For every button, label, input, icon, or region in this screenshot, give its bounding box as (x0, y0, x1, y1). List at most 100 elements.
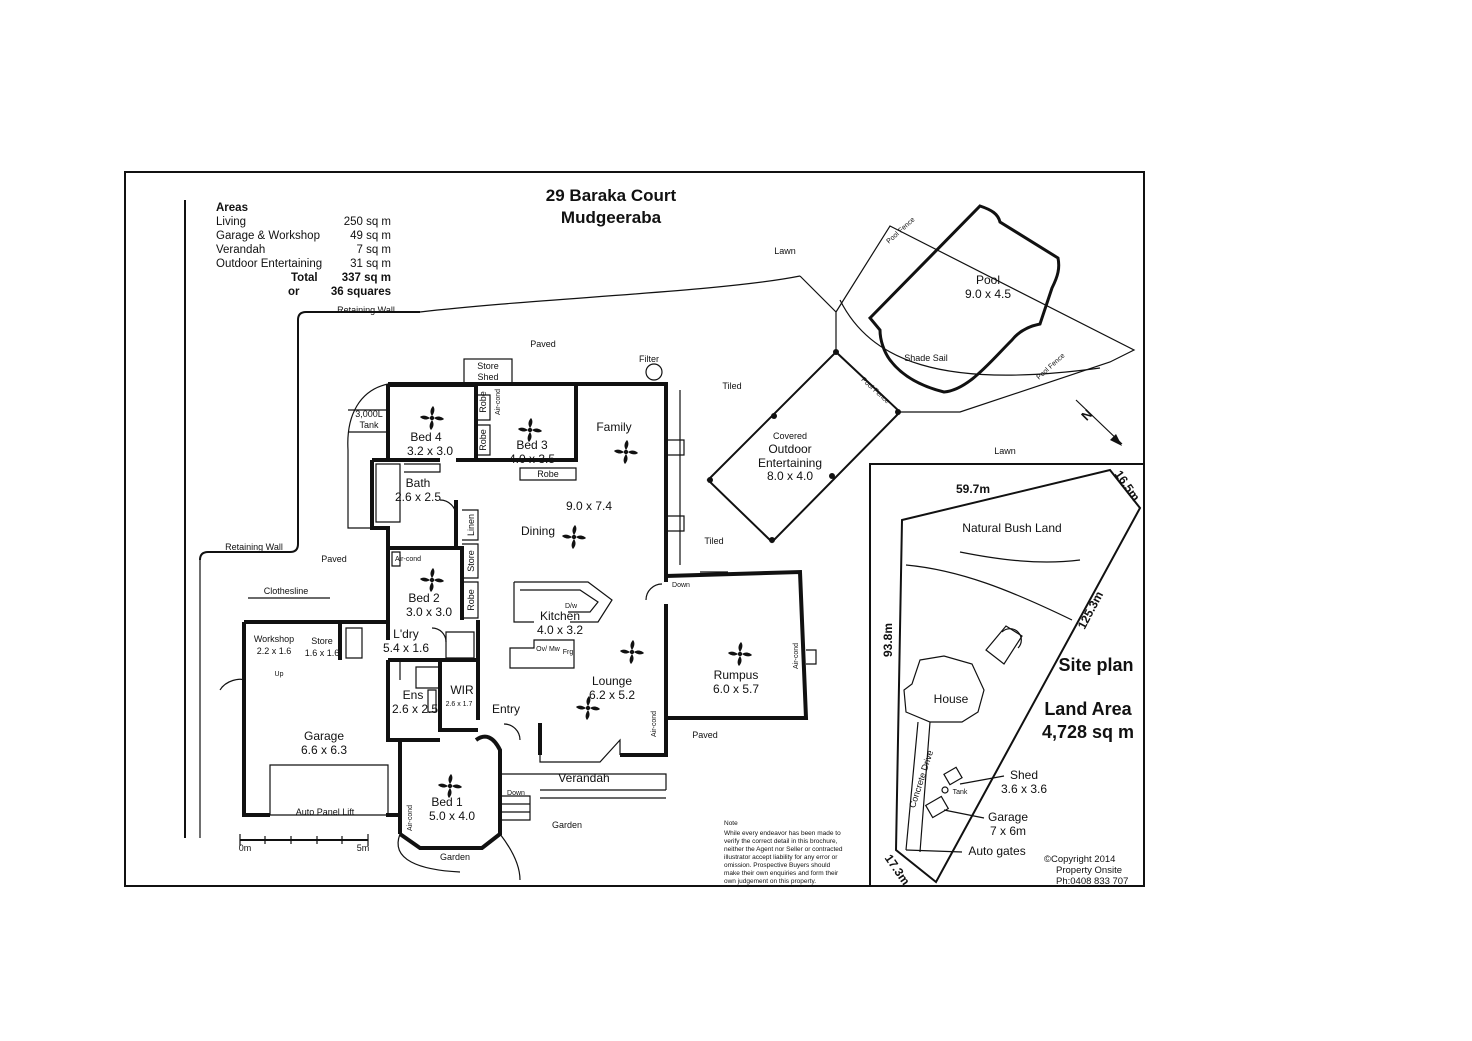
room-name: L'dry (393, 627, 419, 641)
land-area-value: 4,728 sq m (1042, 722, 1134, 742)
room-dims: 2.6 x 2.5 (392, 702, 438, 716)
room-dims: 5.4 x 1.6 (383, 641, 429, 655)
room-dims: 6.6 x 6.3 (301, 743, 347, 757)
copyright-line3: Ph:0408 833 707 (1056, 876, 1128, 887)
site-plan-frame (869, 463, 1145, 887)
filter-label: Filter (639, 354, 659, 364)
ceiling-fan-icon (420, 406, 444, 430)
room-name: Bed 1 (431, 795, 463, 809)
areas-row-label: Outdoor Entertaining (216, 258, 322, 270)
copyright-line1: ©Copyright 2014 (1044, 854, 1115, 865)
dim-bottom: 17.3m (882, 852, 913, 888)
dim-left: 93.8m (881, 623, 895, 657)
store-label: Store (466, 550, 476, 572)
scale-start: 0m (239, 843, 252, 853)
paved-label: Paved (692, 730, 718, 740)
scale-end: 5m (357, 843, 370, 853)
plan-title-line1: 29 Baraka Court (546, 186, 677, 205)
ceiling-fan-icon (728, 642, 752, 666)
site-plan: Natural Bush Land House Concrete Drive T… (881, 468, 1143, 888)
ceiling-fan-icon (620, 640, 644, 664)
site-tank-label: Tank (953, 789, 968, 796)
site-shed-dims: 3.6 x 3.6 (1001, 782, 1047, 796)
room-dims: 2.6 x 2.5 (395, 490, 441, 504)
note-line: verify the correct detail in this brochu… (724, 838, 838, 845)
aircon-label: Air-cond (651, 711, 658, 737)
linen-label: Linen (466, 514, 476, 536)
disclaimer-note: Note While every endeavor has been made … (724, 820, 843, 885)
plan-title-line2: Mudgeeraba (561, 208, 662, 227)
outdoor-label-1: Covered (773, 431, 807, 441)
clothesline-label: Clothesline (264, 586, 309, 596)
tank-label-2: Tank (359, 420, 379, 430)
site-garage-label: Garage (988, 810, 1028, 824)
auto-gates-label: Auto gates (968, 844, 1025, 858)
aircon-label: Air-cond (395, 556, 421, 563)
shade-sail-label: Shade Sail (904, 353, 948, 363)
down-label: Down (507, 790, 525, 797)
dishwasher-label: D/w (565, 603, 578, 610)
robe-label: Robe (466, 589, 476, 611)
dim-right: 125.3m (1075, 589, 1106, 632)
room-dims: 4.0 x 3.2 (537, 623, 583, 637)
room-name: WIR (450, 683, 474, 697)
retaining-wall-label: Retaining Wall (337, 305, 395, 315)
room-dims: 4.0 x 3.5 (509, 452, 555, 466)
room-name: Ens (403, 688, 424, 702)
pool-dims: 9.0 x 4.5 (965, 287, 1011, 301)
site-garage-dims: 7 x 6m (990, 824, 1026, 838)
pool-fence-label: Pool Fence (1035, 352, 1066, 381)
note-line: illustrator accept liability for any err… (724, 854, 838, 861)
areas-row-label: Garage & Workshop (216, 230, 320, 242)
outdoor-label-2: Outdoor (768, 442, 811, 456)
site-house-label: House (934, 692, 969, 706)
store-shed-label-2: Shed (477, 372, 498, 382)
room-name: Lounge (592, 674, 632, 688)
room-labels: Bed 4 3.2 x 3.0 Bed 3 4.0 x 3.5 Family 9… (254, 420, 760, 823)
room-name: Rumpus (714, 668, 759, 682)
concrete-drive-label: Concrete Drive (907, 749, 935, 809)
aircon-label: Air-cond (407, 805, 414, 831)
room-dims: 6.2 x 5.2 (589, 688, 635, 702)
areas-total-value: 337 sq m (342, 272, 391, 284)
room-name: Bed 2 (408, 591, 440, 605)
note-line: neither the Agent nor Seller or contract… (724, 846, 843, 853)
room-name: Bath (406, 476, 431, 490)
copyright-line2: Property Onsite (1056, 865, 1122, 876)
ceiling-fan-icon (614, 440, 638, 464)
room-dims: 2.2 x 1.6 (257, 646, 292, 656)
room-name: Bed 3 (516, 438, 548, 452)
tiled-label: Tiled (722, 381, 741, 391)
room-dims: 3.2 x 3.0 (407, 444, 453, 458)
store-shed-label-1: Store (477, 361, 499, 371)
retaining-walls: Retaining Wall Retaining Wall (184, 200, 801, 838)
note-line: make their own enquiries and form their (724, 870, 839, 877)
north-arrow-icon: N (1075, 399, 1123, 446)
robe-label: Robe (478, 391, 488, 413)
pool-filter (645, 363, 663, 381)
store-shed: Store Shed (463, 358, 513, 384)
room-dims: 9.0 x 7.4 (566, 499, 612, 513)
room-name: Verandah (558, 771, 609, 785)
areas-row-label: Living (216, 216, 246, 228)
natural-bush-label: Natural Bush Land (962, 521, 1061, 535)
note-line: own judgement on this property. (724, 878, 816, 885)
note-line: While every endeavor has been made to (724, 830, 841, 837)
note-heading: Note (724, 820, 738, 827)
room-name: Dining (521, 524, 555, 538)
room-name: Garage (304, 729, 344, 743)
outdoor-dims: 8.0 x 4.0 (767, 469, 813, 483)
water-tank: 3,000L Tank (347, 383, 389, 529)
pool-area: Pool 9.0 x 4.5 Shade Sail Pool Fence Poo… (799, 204, 1136, 413)
robe-label: Robe (478, 429, 488, 451)
retaining-wall-label: Retaining Wall (225, 542, 283, 552)
outdoor-label-3: Entertaining (758, 456, 822, 470)
ceiling-fan-icon (420, 568, 444, 592)
note-line: omission. Prospective Buyers should (724, 862, 831, 869)
site-plan-title: Site plan (1058, 655, 1133, 675)
scale-bar: 0m 5m (239, 834, 370, 853)
areas-heading: Areas (216, 202, 248, 214)
auto-panel-lift-label: Auto Panel Lift (296, 807, 355, 817)
room-name: Bed 4 (410, 430, 442, 444)
areas-total-label: Total (291, 272, 318, 284)
